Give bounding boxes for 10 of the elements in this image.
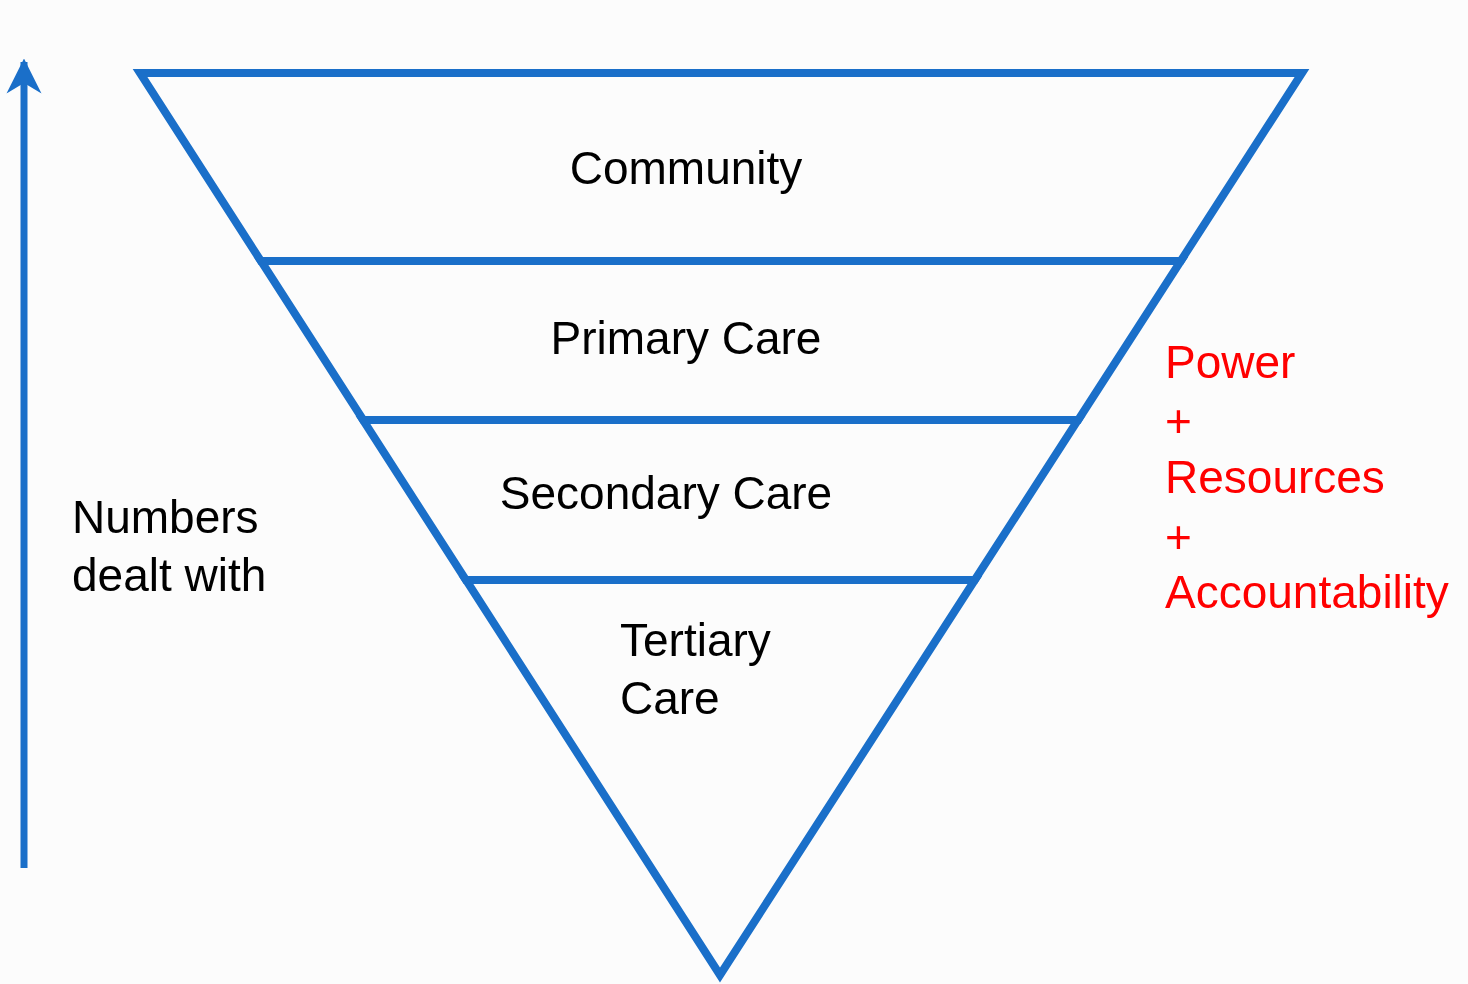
band-label: Community: [568, 141, 804, 196]
band-label: Tertiary Care: [620, 613, 772, 726]
plus-sign: +: [1165, 510, 1193, 565]
side-label: Power: [1165, 335, 1297, 390]
plus-sign: +: [1165, 394, 1193, 449]
side-label: Resources: [1165, 450, 1386, 505]
axis-label: Numbers dealt with: [72, 490, 268, 603]
side-label: Accountability: [1165, 565, 1450, 620]
band-label: Secondary Care: [498, 466, 834, 521]
band-label: Primary Care: [549, 311, 823, 366]
